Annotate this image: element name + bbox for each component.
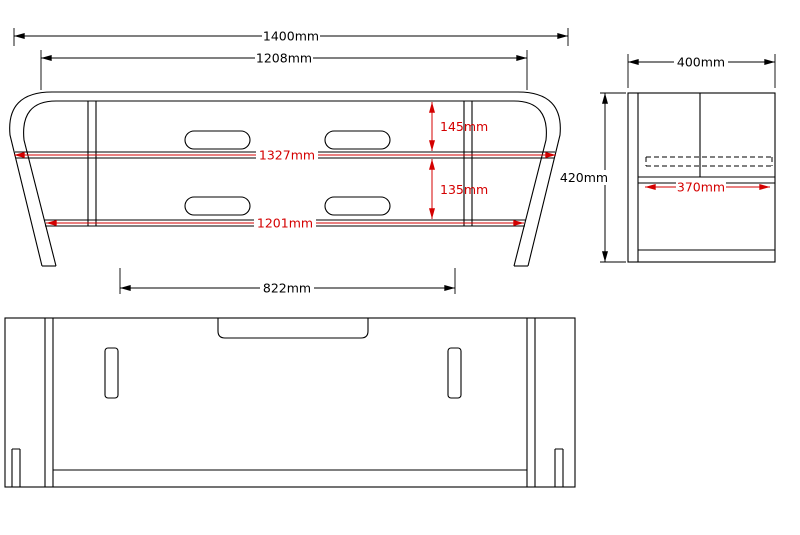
dim-inner-width: 1208mm bbox=[40, 50, 528, 90]
dim-label-middle-shelf-width: 1327mm bbox=[259, 148, 315, 163]
front-view: 1400mm 1208mm 822mm 145mm 1327mm 135mm bbox=[9, 28, 569, 296]
dim-height: 420mm bbox=[558, 92, 626, 263]
dim-lower-gap: 135mm bbox=[429, 159, 488, 219]
dim-upper-gap: 145mm bbox=[429, 102, 488, 151]
dim-label-depth: 400mm bbox=[677, 55, 725, 70]
front-frame-outline bbox=[9, 91, 561, 267]
dim-depth: 400mm bbox=[627, 54, 776, 88]
dim-label-height: 420mm bbox=[560, 170, 608, 185]
dim-label-inner-depth: 370mm bbox=[677, 180, 725, 195]
front-vent-cutouts bbox=[184, 130, 391, 216]
front-inner-uprights bbox=[87, 101, 473, 226]
dim-label-upper-gap: 145mm bbox=[440, 119, 488, 134]
dim-label-inner-width: 1208mm bbox=[256, 51, 312, 66]
side-hidden-shelf bbox=[645, 156, 773, 167]
dim-lower-shelf-width: 1201mm bbox=[46, 215, 524, 231]
dim-label-overall-width: 1400mm bbox=[263, 29, 319, 44]
dim-foot-span: 822mm bbox=[119, 268, 456, 296]
dim-overall-width: 1400mm bbox=[13, 28, 569, 46]
dim-inner-depth: 370mm bbox=[645, 179, 770, 195]
dim-label-foot-span: 822mm bbox=[263, 281, 311, 296]
top-frame-uprights bbox=[104, 347, 462, 399]
top-view bbox=[4, 317, 576, 488]
side-view: 400mm 420mm 370mm bbox=[558, 54, 776, 263]
top-feet bbox=[11, 448, 564, 487]
dim-middle-shelf-width: 1327mm bbox=[14, 147, 556, 163]
top-panel-outline bbox=[4, 317, 576, 488]
dim-label-lower-shelf-width: 1201mm bbox=[257, 216, 313, 231]
dim-label-lower-gap: 135mm bbox=[440, 182, 488, 197]
side-outline bbox=[627, 92, 776, 263]
